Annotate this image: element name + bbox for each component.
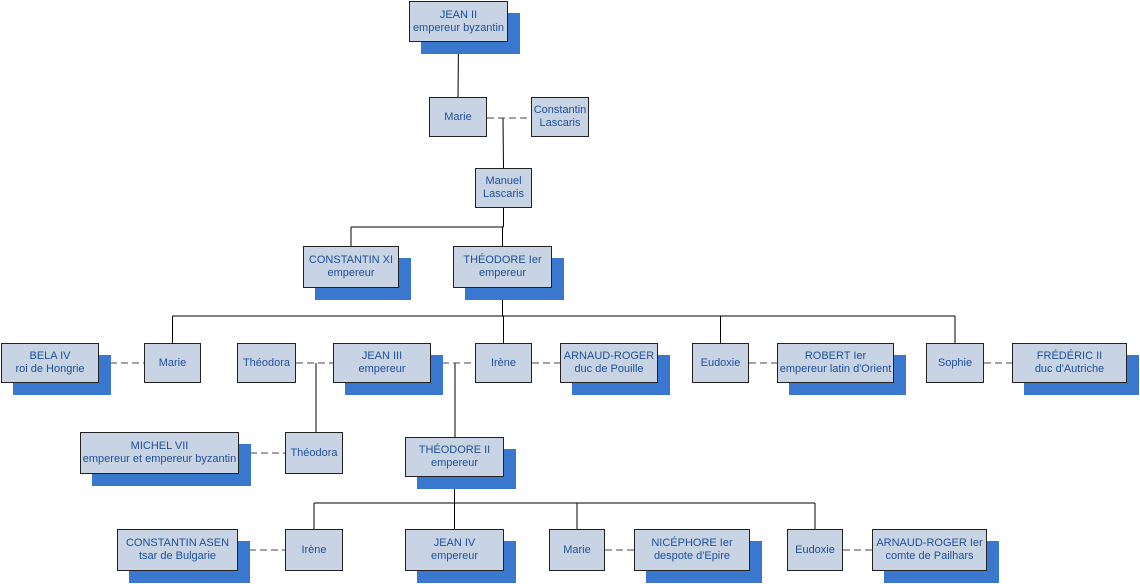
person-node-eudoxie1: Eudoxie: [692, 343, 749, 383]
person-node-marie1: Marie: [429, 97, 487, 137]
person-title: empereur: [478, 267, 527, 279]
person-box: Marie: [429, 97, 487, 137]
person-title: empereur byzantin: [412, 21, 505, 34]
person-box: Théodora: [237, 343, 296, 383]
person-name: ARNAUD-ROGER: [563, 350, 655, 362]
person-name: THÉODORE Ier: [463, 254, 542, 266]
person-node-theodora1: Théodora: [237, 343, 296, 383]
person-name: CONSTANTIN XI: [308, 254, 394, 266]
person-node-marie3: Marie: [549, 529, 605, 571]
person-name: Constantin: [533, 104, 587, 116]
person-box: Irène: [475, 343, 532, 383]
person-name: ARNAUD-ROGER Ier: [876, 537, 983, 549]
person-name: Irène: [301, 543, 327, 556]
person-name: Eudoxie: [795, 543, 835, 556]
person-title: empereur: [430, 550, 479, 562]
person-name: FRÉDÉRIC II: [1036, 350, 1103, 362]
person-title: empereur: [327, 267, 375, 279]
person-name: Sophie: [937, 356, 973, 369]
person-name: Eudoxie: [700, 356, 741, 369]
person-name: Théodora: [242, 356, 291, 369]
person-node-marie2: Marie: [144, 343, 201, 383]
person-name: Irène: [490, 356, 517, 369]
person-name: THÉODORE II: [418, 444, 491, 456]
person-box: Eudoxie: [787, 529, 843, 571]
person-title: empereur: [358, 363, 406, 375]
person-title: comte de Pailhars: [885, 550, 974, 562]
person-name: JEAN III: [361, 350, 403, 362]
person-title: duc d'Autriche: [1034, 363, 1105, 375]
person-title: despote d'Epire: [653, 550, 731, 562]
person-box: Théodora: [285, 432, 343, 474]
person-name: NICÉPHORE Ier: [651, 537, 733, 549]
person-name: ROBERT Ier: [804, 350, 867, 362]
person-name: BELA IV: [29, 350, 71, 362]
person-node-irene2: Irène: [285, 529, 343, 571]
person-title: roi de Hongrie: [15, 363, 85, 375]
person-name: Théodora: [290, 446, 338, 459]
person-box: Sophie: [926, 343, 984, 383]
person-title: Lascaris: [539, 117, 581, 129]
person-name: Marie: [158, 356, 187, 369]
person-name: JEAN II: [439, 8, 478, 21]
person-node-eudoxie2: Eudoxie: [787, 529, 843, 571]
person-name: Marie: [563, 543, 591, 556]
person-node-sophie: Sophie: [926, 343, 984, 383]
person-node-theodora2: Théodora: [285, 432, 343, 474]
person-box: Eudoxie: [692, 343, 749, 383]
person-title: empereur et empereur byzantin: [82, 453, 237, 465]
person-title: empereur latin d'Orient: [779, 363, 892, 375]
person-name: Manuel: [485, 175, 522, 187]
person-title: duc de Pouille: [574, 363, 644, 375]
descent-line: [502, 117, 504, 169]
person-box: Marie: [549, 529, 605, 571]
person-node-irene1: Irène: [475, 343, 532, 383]
person-name: JEAN IV: [433, 537, 476, 549]
person-title: empereur: [430, 457, 479, 469]
person-title: Lascaris: [483, 188, 524, 200]
person-box: Marie: [144, 343, 201, 383]
person-name: Marie: [444, 110, 472, 123]
person-name: CONSTANTIN ASEN: [125, 537, 230, 549]
person-title: tsar de Bulgarie: [138, 550, 217, 562]
person-name: MICHEL VII: [130, 440, 189, 452]
person-box: Irène: [285, 529, 343, 571]
